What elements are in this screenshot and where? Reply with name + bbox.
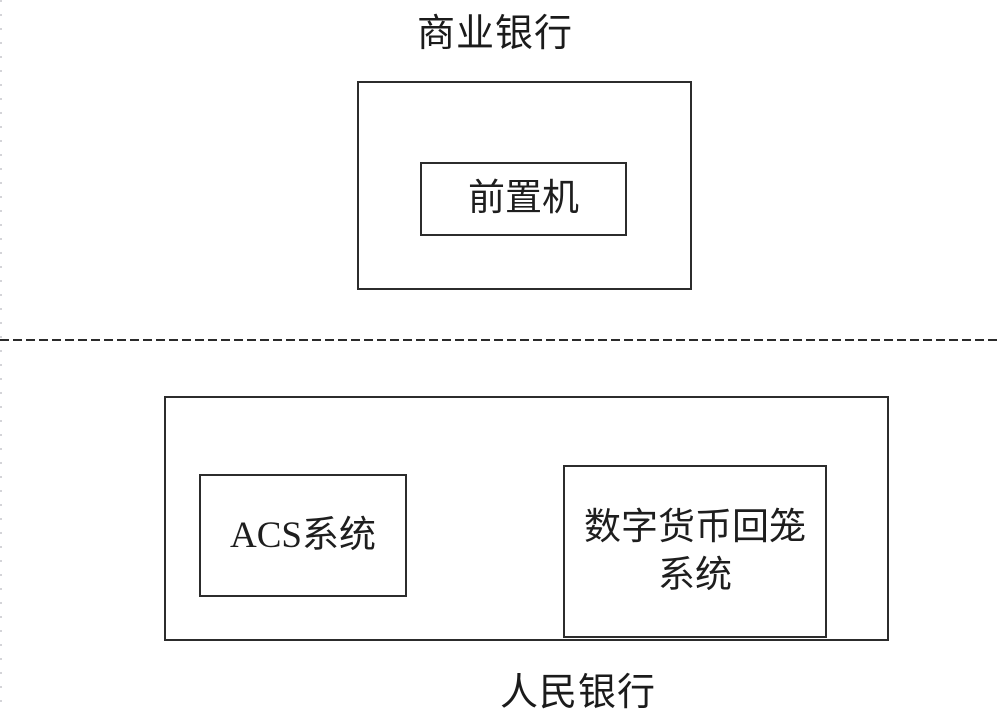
front-end-processor-label: 前置机 bbox=[468, 178, 579, 219]
digital-currency-recall-box: 数字货币回笼 系统 bbox=[563, 465, 827, 638]
commercial-bank-box: 前置机 bbox=[357, 81, 692, 290]
digital-currency-recall-label-line1: 数字货币回笼 bbox=[584, 506, 806, 548]
scan-artifact-left-edge bbox=[0, 0, 2, 710]
commercial-bank-label: 商业银行 bbox=[417, 13, 574, 55]
section-divider-dashed-line bbox=[0, 339, 1000, 341]
digital-currency-recall-label-line2: 系统 bbox=[658, 554, 732, 596]
acs-system-label: ACS系统 bbox=[230, 514, 376, 556]
peoples-bank-label: 人民银行 bbox=[500, 672, 657, 710]
acs-system-box: ACS系统 bbox=[199, 474, 407, 597]
front-end-processor-box: 前置机 bbox=[420, 162, 627, 236]
peoples-bank-box: ACS系统 数字货币回笼 系统 bbox=[164, 396, 889, 641]
